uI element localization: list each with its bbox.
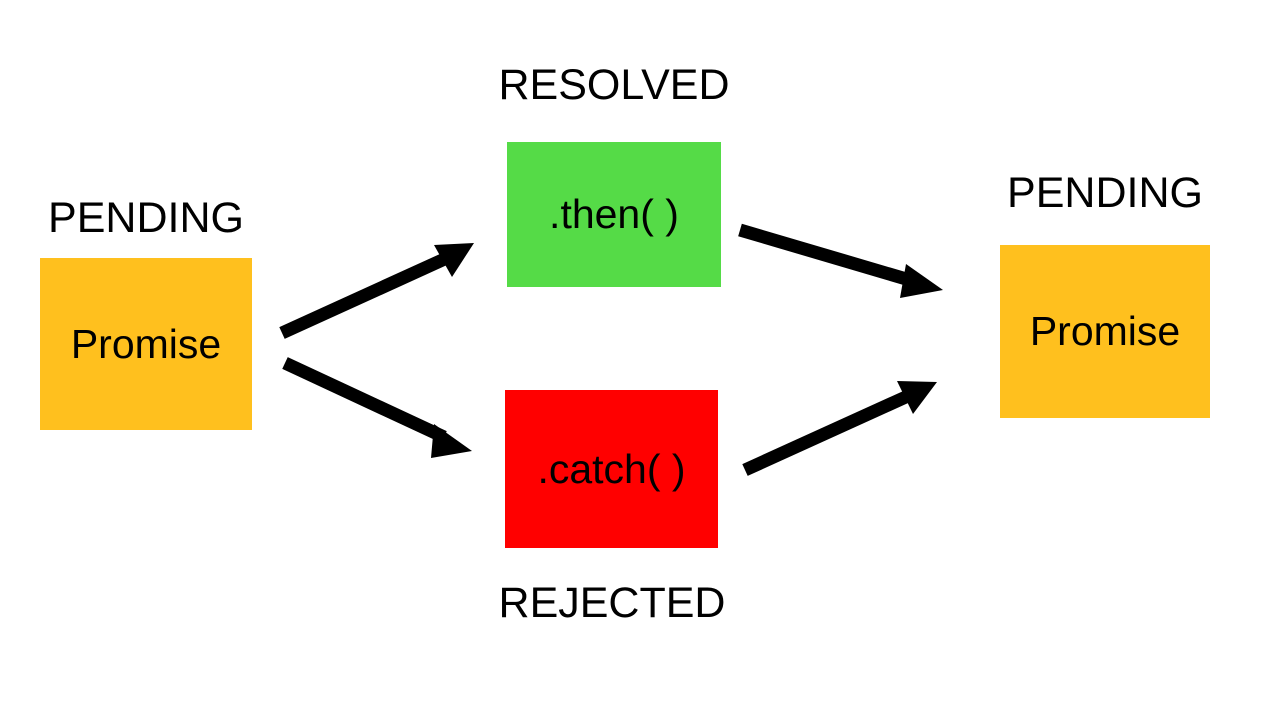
node-promise-returned[interactable]: Promise [1000, 245, 1210, 418]
state-label-resolved: RESOLVED [498, 61, 730, 109]
arrow-catch-to-promise [742, 381, 937, 476]
arrow-promise-to-then [279, 243, 474, 339]
node-promise-returned-label: Promise [1029, 308, 1181, 354]
node-catch-handler-label: .catch( ) [537, 445, 686, 492]
arrow-then-to-promise [738, 223, 943, 298]
arrow-promise-to-catch [282, 357, 472, 458]
node-then-handler[interactable]: .then( ) [507, 142, 721, 287]
state-label-pending-right: PENDING [1007, 169, 1203, 217]
state-label-rejected: REJECTED [498, 579, 726, 627]
node-catch-handler[interactable]: .catch( ) [505, 390, 718, 548]
node-promise-initial[interactable]: Promise [40, 258, 252, 430]
node-then-handler-label: .then( ) [549, 191, 679, 237]
state-label-pending-left: PENDING [48, 194, 244, 242]
node-promise-initial-label: Promise [70, 320, 222, 367]
